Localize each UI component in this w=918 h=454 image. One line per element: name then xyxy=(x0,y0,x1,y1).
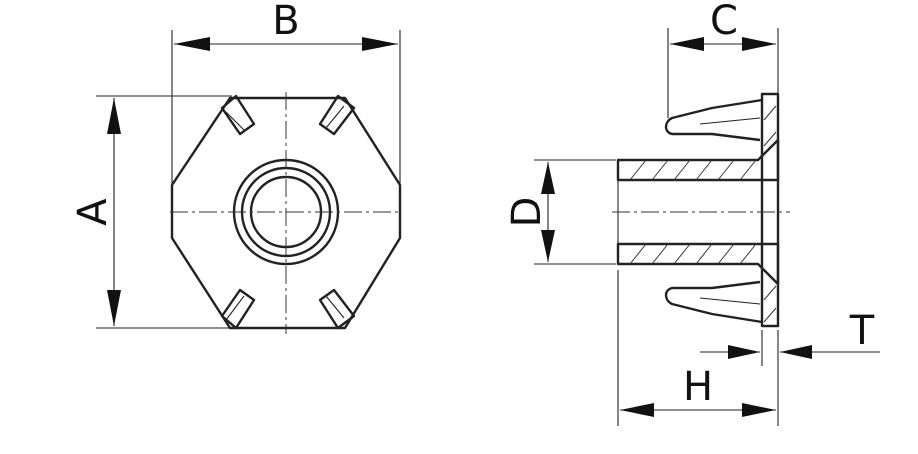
front-view xyxy=(170,92,402,334)
dimension-b: B xyxy=(171,0,401,185)
flange-plate xyxy=(760,92,780,328)
dimension-c: C xyxy=(667,0,779,118)
prong-bottom-side xyxy=(664,280,763,324)
prong-bottom-left xyxy=(220,288,256,330)
prong-top-side xyxy=(664,98,763,142)
side-view xyxy=(612,92,790,328)
dimension-a: A xyxy=(70,95,232,329)
barrel-wall-bottom xyxy=(616,242,780,286)
prong-top-left xyxy=(220,94,256,136)
dimension-label-b: B xyxy=(272,0,299,44)
barrel-wall-top xyxy=(616,138,780,182)
dimension-label-d: D xyxy=(504,197,550,228)
prong-top-right xyxy=(318,94,356,136)
dimension-label-a: A xyxy=(70,198,116,226)
dimension-h: H xyxy=(617,270,779,426)
dimension-label-h: H xyxy=(683,364,713,410)
dimension-d: D xyxy=(504,159,616,265)
prong-bottom-right xyxy=(318,288,356,330)
flange-outline xyxy=(170,96,402,330)
dimension-label-t: T xyxy=(849,308,875,354)
dimension-t: T xyxy=(700,308,880,366)
dimension-label-c: C xyxy=(710,0,738,44)
section-hatching xyxy=(629,105,777,323)
